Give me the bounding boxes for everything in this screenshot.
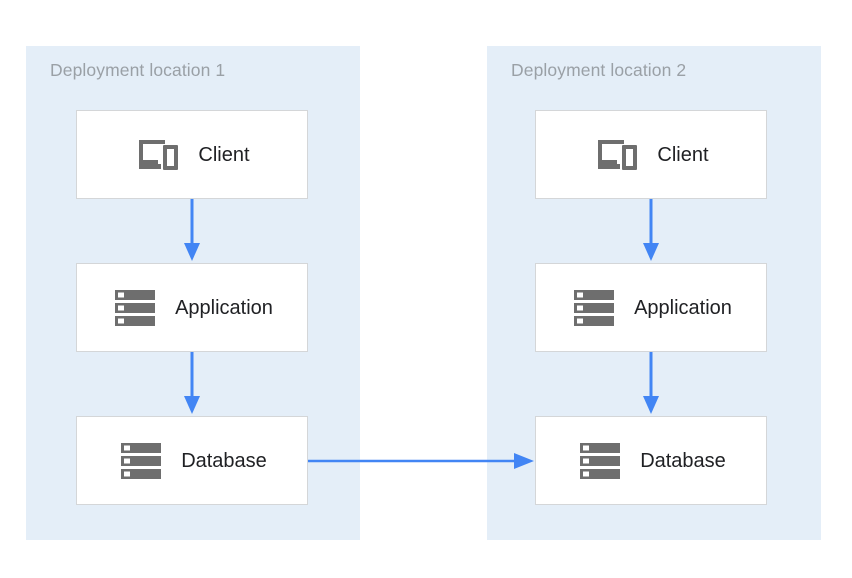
node-database-1-label: Database xyxy=(181,449,267,472)
deployment-zone-2-label: Deployment location 2 xyxy=(511,60,687,80)
node-client-1[interactable]: Client xyxy=(76,110,308,199)
arrow-client-2-to-application-2 xyxy=(643,199,659,263)
server-rack-icon xyxy=(117,439,165,483)
arrow-application-1-to-database-1 xyxy=(184,352,200,416)
server-rack-icon xyxy=(576,439,624,483)
arrow-application-2-to-database-2 xyxy=(643,352,659,416)
node-application-1-label: Application xyxy=(175,296,273,319)
node-client-2[interactable]: Client xyxy=(535,110,767,199)
client-devices-icon xyxy=(593,133,641,177)
node-client-2-label: Client xyxy=(657,143,709,166)
node-application-2-label: Application xyxy=(634,296,732,319)
client-devices-icon xyxy=(134,133,182,177)
node-database-1[interactable]: Database xyxy=(76,416,308,505)
node-application-1[interactable]: Application xyxy=(76,263,308,352)
node-application-2[interactable]: Application xyxy=(535,263,767,352)
server-rack-icon xyxy=(570,286,618,330)
node-client-1-label: Client xyxy=(198,143,250,166)
arrow-database-1-to-database-2 xyxy=(308,453,535,469)
node-database-2[interactable]: Database xyxy=(535,416,767,505)
arrow-client-1-to-application-1 xyxy=(184,199,200,263)
node-database-2-label: Database xyxy=(640,449,726,472)
server-rack-icon xyxy=(111,286,159,330)
deployment-zone-1-label: Deployment location 1 xyxy=(50,60,226,80)
